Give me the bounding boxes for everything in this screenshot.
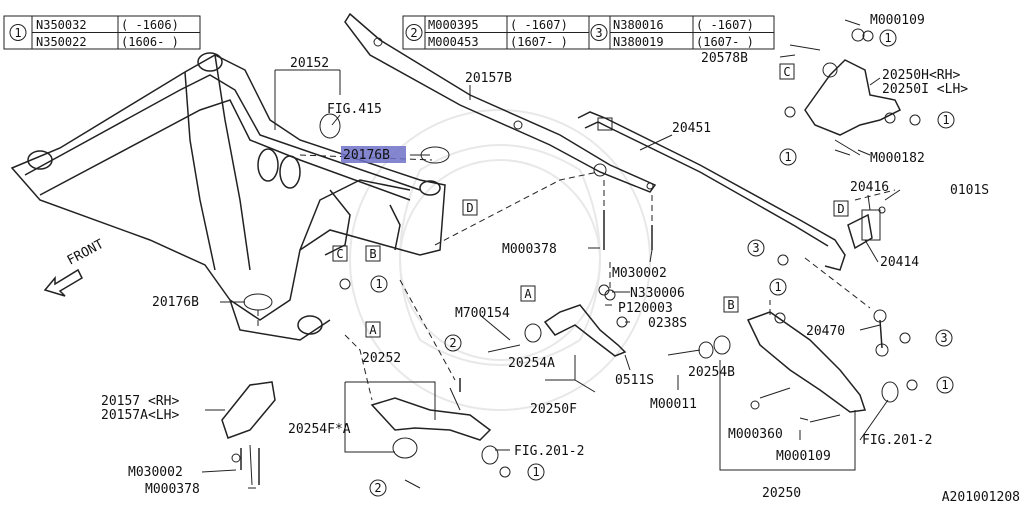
label-fig201-right: FIG.201-2: [862, 433, 932, 448]
legend-range-1a: ( -1606): [121, 18, 179, 32]
bolts-drawing: [240, 210, 653, 485]
marker-1-b: 1: [942, 113, 949, 127]
marker-3-b: 3: [940, 331, 947, 345]
front-label: FRONT: [65, 237, 107, 269]
label-20250f: 20250F: [530, 402, 577, 417]
label-m000109-bot: M000109: [776, 449, 831, 464]
label-20252: 20252: [362, 351, 401, 366]
stabilizer-bar-drawing: [577, 111, 846, 271]
label-20578b: 20578B: [701, 51, 748, 66]
legend-range-2b: (1607- ): [510, 35, 568, 49]
label-m000360: M000360: [728, 427, 783, 442]
label-m000378-mid: M000378: [502, 242, 557, 257]
label-20152: 20152: [290, 56, 329, 71]
marker-1-c: 1: [784, 150, 791, 164]
nuts-drawing: [339, 30, 921, 478]
lateral-link-drawing: [487, 289, 714, 359]
label-m000378-bot: M000378: [145, 482, 200, 497]
label-0238s: 0238S: [648, 316, 687, 331]
box-d-a: D: [466, 201, 473, 215]
label-m030002-bot: M030002: [128, 465, 183, 480]
label-20157a-lh: 20157A<LH>: [101, 408, 179, 423]
label-20250i: 20250I <LH>: [882, 82, 968, 97]
legend-part-2b: M000453: [428, 35, 479, 49]
marker-1-g: 1: [532, 465, 539, 479]
legend-table-3: 3 N380016 ( -1607) N380019 (1607- ): [588, 15, 775, 50]
label-0511s: 0511S: [615, 373, 654, 388]
circled-markers: 1 1 1 1 1 1 1 2 2 3 3: [369, 29, 955, 497]
stabilizer-bracket-drawing: [847, 206, 886, 250]
label-20157b: 20157B: [465, 71, 512, 86]
label-20254f: 20254F*A: [288, 422, 351, 437]
label-20470: 20470: [806, 324, 845, 339]
marker-1-f: 1: [941, 378, 948, 392]
legend-table-1: 1 N350032 ( -1606) N350022 (1606- ): [3, 15, 201, 50]
upper-arm-drawing: [784, 28, 902, 156]
label-0101s: 0101S: [950, 183, 989, 198]
label-20176b-highlighted: 20176B: [343, 148, 390, 163]
legend-part-1b: N350022: [36, 35, 87, 49]
legend-part-1a: N350032: [36, 18, 87, 32]
marker-2-a: 2: [449, 336, 456, 350]
label-fig201-mid: FIG.201-2: [514, 444, 584, 459]
legend-marker-2: 2: [410, 26, 417, 40]
label-20250: 20250: [762, 486, 801, 501]
pad-20176b-drawing: [243, 113, 450, 311]
label-20254a: 20254A: [508, 356, 555, 371]
box-c-a: C: [336, 247, 343, 261]
marker-1-e: 1: [774, 280, 781, 294]
legend-part-2a: M000395: [428, 18, 479, 32]
leader-lines: [201, 19, 901, 489]
marker-1-a: 1: [884, 31, 891, 45]
box-a-b: A: [524, 287, 532, 301]
label-m000109-top: M000109: [870, 13, 925, 28]
marker-2-b: 2: [374, 481, 381, 495]
dashed-guides: [257, 154, 896, 401]
legend-range-1b: (1606- ): [121, 35, 179, 49]
label-m700154: M700154: [455, 306, 510, 321]
highlight-20176b: [341, 146, 406, 163]
label-m00011: M00011: [650, 397, 697, 412]
label-20250h: 20250H<RH>: [882, 68, 960, 83]
front-arrow: FRONT: [43, 237, 107, 297]
legend-part-3b: N380019: [613, 35, 664, 49]
legend-range-2a: ( -1607): [510, 18, 568, 32]
label-20176b-left: 20176B: [152, 295, 199, 310]
label-20254b: 20254B: [688, 365, 735, 380]
label-20414: 20414: [880, 255, 919, 270]
lower-arm-rear-drawing: [713, 311, 899, 423]
box-c-b: C: [783, 65, 790, 79]
box-d-b: D: [837, 202, 844, 216]
subframe-drawing: [10, 52, 446, 341]
box-b-b: B: [727, 298, 734, 312]
label-20157-rh: 20157 <RH>: [101, 394, 179, 409]
boxed-letters: D C B A C D A B: [332, 63, 849, 338]
label-n330006: N330006: [630, 286, 685, 301]
label-20416: 20416: [850, 180, 889, 195]
legend-range-3b: (1607- ): [696, 35, 754, 49]
label-p120003: P120003: [618, 301, 673, 316]
legend-marker-1: 1: [14, 26, 21, 40]
label-m000182: M000182: [870, 151, 925, 166]
diagram-id: A201001208: [942, 490, 1020, 505]
box-b-a: B: [369, 247, 376, 261]
marker-3-a: 3: [752, 241, 759, 255]
legend-table-2: 2 M000395 ( -1607) M000453 (1607- ): [402, 15, 590, 50]
bracket-20157-drawing: [221, 381, 276, 486]
box-a-a: A: [369, 323, 377, 337]
marker-1-d: 1: [375, 277, 382, 291]
label-m030002-mid: M030002: [612, 266, 667, 281]
legend-range-3a: ( -1607): [696, 18, 754, 32]
label-fig415: FIG.415: [327, 102, 382, 117]
label-20451: 20451: [672, 121, 711, 136]
link-20470-drawing: [873, 309, 889, 357]
part-labels: 20152 FIG.415 20176B 20157B 20451 M00010…: [101, 13, 1020, 505]
upper-link-drawing: [370, 387, 499, 489]
legend-marker-3: 3: [595, 26, 602, 40]
legend-part-3a: N380016: [613, 18, 664, 32]
crossmember-drawing: [344, 12, 657, 193]
